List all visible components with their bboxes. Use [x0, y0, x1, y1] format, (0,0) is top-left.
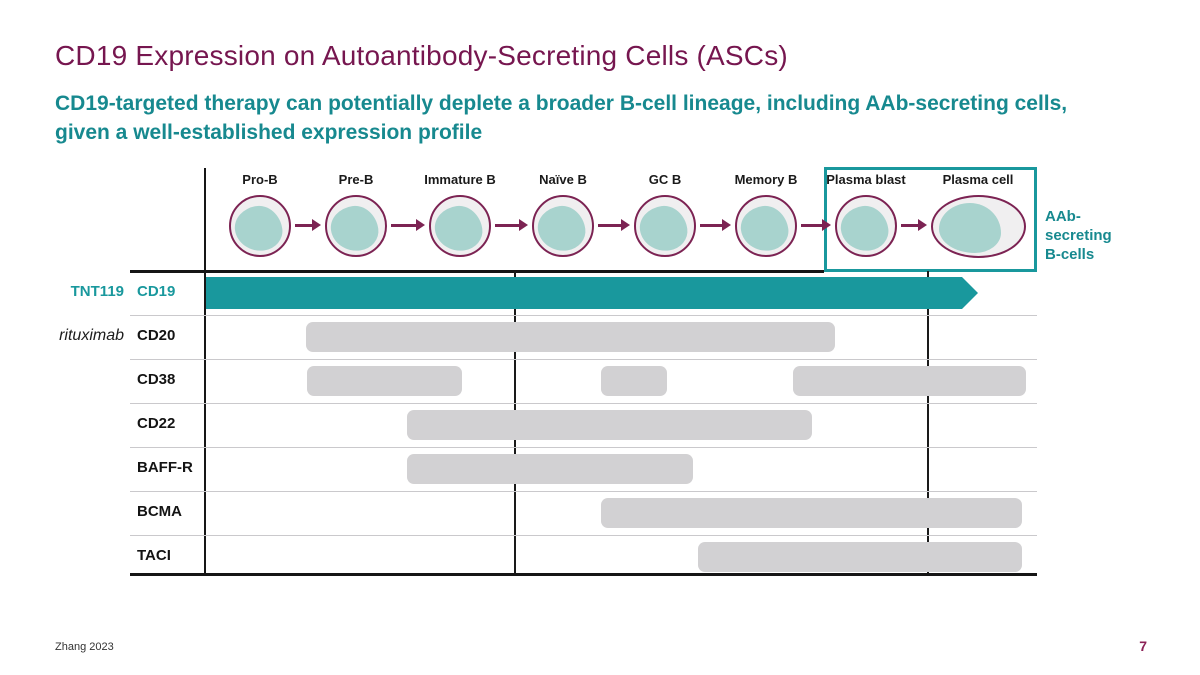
chart-left-axis — [204, 168, 206, 576]
stage-label-naïve-b: Naïve B — [539, 172, 587, 187]
cell-nucleus-blob — [535, 202, 588, 255]
page-number: 7 — [1139, 638, 1147, 654]
marker-label-bcma: BCMA — [137, 503, 182, 520]
marker-label-cd19: CD19 — [137, 283, 176, 300]
slide-title: CD19 Expression on Autoantibody-Secretin… — [55, 40, 788, 71]
therapy-label-rituximab: rituximab — [59, 327, 124, 344]
expression-bar-cd38 — [307, 366, 462, 396]
expression-bar-baff-r — [407, 454, 693, 484]
row-separator — [130, 491, 1037, 492]
b-cell-icon-8 — [930, 194, 1026, 258]
cell-nucleus-blob — [328, 202, 381, 255]
marker-label-cd22: CD22 — [137, 415, 176, 432]
stage-label-plasma-cell: Plasma cell — [942, 172, 1014, 187]
slide-subtitle: CD19-targeted therapy can potentially de… — [55, 89, 1067, 147]
b-cell-icon-5 — [634, 195, 696, 257]
expression-bar-cd22 — [407, 410, 812, 440]
expression-bar-cd38 — [601, 366, 667, 396]
cell-nucleus-blob — [738, 202, 791, 255]
chart-bottom-rule — [130, 573, 1037, 576]
expression-bar-taci — [698, 542, 1022, 572]
stage-arrow-4 — [598, 219, 630, 231]
stage-arrow-7 — [901, 219, 927, 231]
citation: Zhang 2023 — [55, 641, 114, 653]
aab-label-line-1: AAb- — [1045, 208, 1081, 225]
row-separator — [130, 535, 1037, 536]
row-separator — [130, 315, 1037, 316]
expression-bar-cd19 — [206, 277, 962, 309]
aab-label-line-3: B-cells — [1045, 246, 1095, 263]
subtitle-line-2: given a well-established expression prof… — [55, 121, 483, 144]
cell-nucleus-blob — [232, 202, 285, 255]
stage-label-pro-b: Pro-B — [242, 172, 278, 187]
therapy-label-tnt119: TNT119 — [70, 283, 124, 300]
row-separator — [130, 447, 1037, 448]
subtitle-line-1: CD19-targeted therapy can potentially de… — [55, 92, 1068, 115]
stage-label-immature-b: Immature B — [424, 172, 496, 187]
expression-bar-cd20 — [306, 322, 835, 352]
stage-arrow-5 — [700, 219, 731, 231]
marker-label-taci: TACI — [137, 547, 171, 564]
cell-nucleus-blob — [432, 202, 485, 255]
marker-label-cd20: CD20 — [137, 327, 176, 344]
b-cell-icon-1 — [229, 195, 291, 257]
aab-secreting-label: AAb- secreting B-cells — [1045, 207, 1112, 264]
cell-nucleus-blob — [838, 202, 891, 255]
b-cell-icon-2 — [325, 195, 387, 257]
marker-label-cd38: CD38 — [137, 371, 176, 388]
row-separator — [130, 403, 1037, 404]
b-cell-icon-4 — [532, 195, 594, 257]
stage-label-gc-b: GC B — [648, 172, 682, 187]
stage-arrow-1 — [295, 219, 321, 231]
stage-label-plasma-blast: Plasma blast — [826, 172, 906, 187]
chart-top-rule — [130, 270, 824, 273]
b-cell-icon-7 — [835, 195, 897, 257]
stage-divider-blast-cell — [927, 271, 929, 575]
expression-bar-arrowhead — [962, 277, 978, 309]
expression-bar-bcma — [601, 498, 1022, 528]
expression-bar-cd38 — [793, 366, 1026, 396]
stage-arrow-2 — [391, 219, 425, 231]
row-separator — [130, 359, 1037, 360]
stage-arrow-3 — [495, 219, 528, 231]
stage-label-memory-b: Memory B — [734, 172, 798, 187]
stage-label-pre-b: Pre-B — [338, 172, 374, 187]
marker-label-baff-r: BAFF-R — [137, 459, 193, 476]
stage-arrow-6 — [801, 219, 831, 231]
aab-label-line-2: secreting — [1045, 227, 1112, 244]
cell-nucleus-blob — [938, 202, 1001, 253]
b-cell-icon-3 — [429, 195, 491, 257]
b-cell-icon-6 — [735, 195, 797, 257]
cell-nucleus-blob — [637, 202, 690, 255]
